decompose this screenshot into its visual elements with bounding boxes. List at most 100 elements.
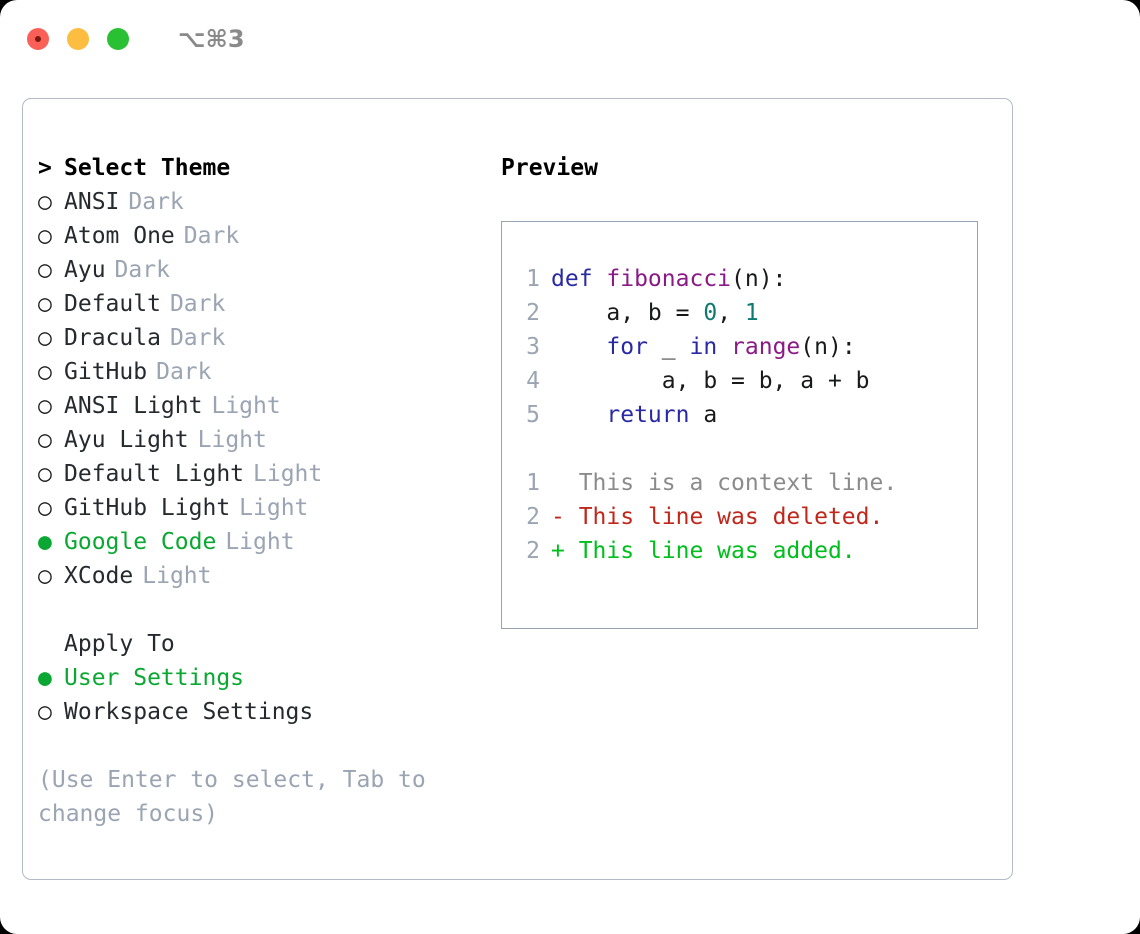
code-token: _ [647,334,690,360]
diff-sample: 1 This is a context line.2- This line wa… [514,466,973,568]
prompt-caret-icon: > [38,155,52,181]
theme-name-label: GitHub Light [64,495,231,521]
line-number: 4 [526,368,540,394]
theme-category-label: Dark [183,223,240,249]
code-line: 4 a, b = b, a + b [514,364,973,398]
theme-category-label: Light [253,461,323,487]
code-line-text: for _ in range(n): [551,330,855,364]
title-bar: ⌥⌘3 [0,0,1140,78]
select-theme-title: Select Theme [64,155,231,181]
apply-to-item[interactable]: ○ Workspace Settings [38,695,508,729]
radio-unselected-icon[interactable]: ○ [38,223,52,249]
preview-title: Preview [501,155,598,181]
radio-unselected-icon[interactable]: ○ [38,495,52,521]
close-window-button[interactable] [27,28,49,50]
apply-to-item[interactable]: ●User Settings [38,661,508,695]
radio-unselected-icon[interactable]: ○ [38,461,52,487]
code-line: 1 def fibonacci(n): [514,262,973,296]
maximize-window-button[interactable] [107,28,129,50]
blank-marker-icon: ○ [38,627,64,661]
radio-unselected-icon[interactable]: ○ [38,325,52,351]
radio-unselected-icon[interactable]: ○ [38,393,52,419]
radio-unselected-icon[interactable]: ○ [38,699,52,725]
minimize-window-button[interactable] [67,28,89,50]
keyboard-hint-text: (Use Enter to select, Tab to change focu… [38,767,426,827]
code-token: 0 [703,300,718,326]
theme-list-item[interactable]: ● Google Code Light [38,525,508,559]
theme-name-label: GitHub [64,359,148,385]
diff-line: 2+ This line was added. [514,534,973,568]
theme-name-label: Default [64,291,161,317]
code-line-text: def fibonacci(n): [551,262,786,296]
select-theme-header: > Select Theme [38,151,508,185]
code-token: in [689,334,718,360]
theme-category-label: Dark [169,291,226,317]
theme-list-item[interactable]: ○ Default Dark [38,287,508,321]
line-number: 1 [526,266,540,292]
code-line: 3 for _ in range(n): [514,330,973,364]
theme-category-label: Light [211,393,281,419]
radio-unselected-icon[interactable]: ○ [38,189,52,215]
section-spacer [38,593,508,627]
code-token: 1 [744,300,759,326]
code-token [717,334,731,360]
line-number: 3 [526,334,540,360]
code-line: 5 return a [514,398,973,432]
code-line: 2 a, b = 0, 1 [514,296,973,330]
diff-marker [551,466,579,500]
code-line-text: a, b = 0, 1 [551,296,759,330]
code-token: , [717,300,745,326]
theme-category-label: Light [197,427,267,453]
radio-unselected-icon[interactable]: ○ [38,563,52,589]
code-token [551,402,606,428]
theme-category-label: Light [225,529,295,555]
code-token: return [606,402,690,428]
apply-to-title: Apply To [64,631,175,657]
apply-to-header: ○ Apply To [38,627,508,661]
theme-list-item[interactable]: ○ GitHub Dark [38,355,508,389]
apply-to-list: ●User Settings ○ Workspace Settings [38,661,508,729]
theme-name-label: ANSI Light [64,393,203,419]
code-line-text: return a [551,398,717,432]
line-number: 1 [526,470,540,496]
theme-list-item[interactable]: ○ Ayu Light Light [38,423,508,457]
line-number: 2 [526,538,540,564]
code-line-text: a, b = b, a + b [551,364,870,398]
diff-marker: - [551,504,579,530]
theme-name-label: Google Code [64,529,217,555]
code-token: a, b = b, a + b [551,368,870,394]
radio-selected-icon[interactable]: ● [38,665,52,691]
diff-line-text: This line was deleted. [578,504,884,530]
diff-line-text: This line was added. [578,538,856,564]
theme-name-label: XCode [64,563,134,589]
theme-name-label: Ayu Light [64,427,189,453]
code-token: a [689,402,718,428]
radio-unselected-icon[interactable]: ○ [38,427,52,453]
theme-category-label: Dark [156,359,212,385]
radio-unselected-icon[interactable]: ○ [38,359,52,385]
apply-to-label: Workspace Settings [64,699,314,725]
radio-unselected-icon[interactable]: ○ [38,257,52,283]
code-token [551,334,606,360]
code-token: a, b = [551,300,704,326]
code-token: for [606,334,648,360]
code-token: (n): [731,266,787,292]
radio-unselected-icon[interactable]: ○ [38,291,52,317]
theme-name-label: Dracula [64,325,161,351]
radio-selected-icon[interactable]: ● [38,529,52,555]
theme-list-item[interactable]: ○ ANSI Light Light [38,389,508,423]
theme-name-label: Ayu [64,257,106,283]
